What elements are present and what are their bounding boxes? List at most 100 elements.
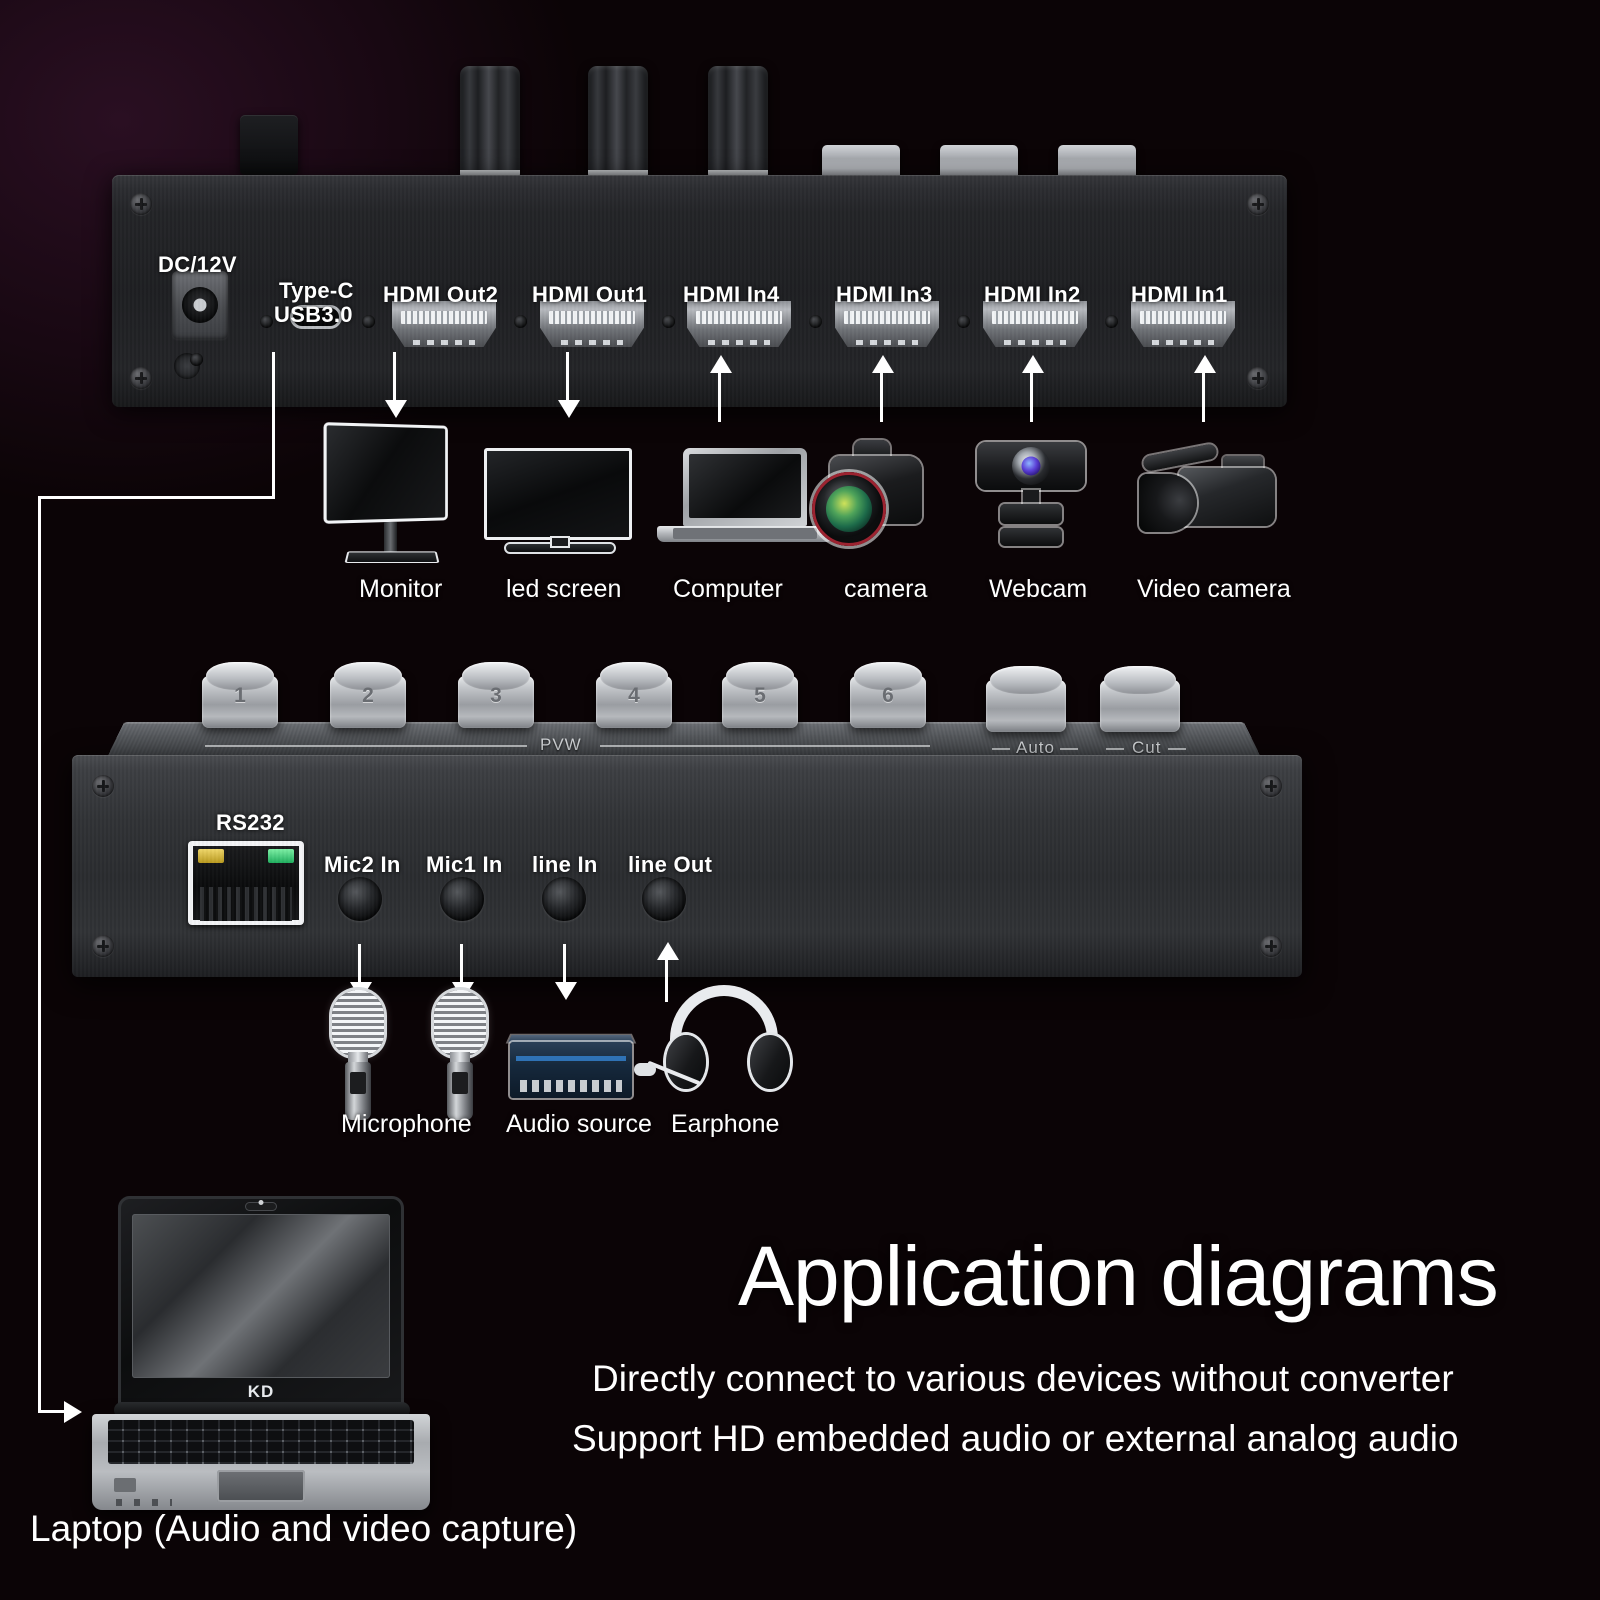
pvw-rail-left	[205, 745, 527, 747]
hdmi-in1-port[interactable]	[1131, 301, 1235, 347]
source-button-label: 2	[362, 684, 374, 707]
volume-knob-3[interactable]	[708, 66, 768, 178]
hdmi-out2-port[interactable]	[392, 301, 496, 347]
rs232-rj45-port[interactable]	[188, 841, 304, 925]
panel-screw	[130, 367, 152, 389]
tv-icon	[484, 448, 639, 560]
label-mic2-in: Mic2 In	[324, 852, 401, 877]
line-out-jack[interactable]	[642, 877, 686, 921]
typec-cable-arrow	[64, 1401, 82, 1423]
rear-top-button-3[interactable]	[1058, 145, 1136, 179]
device-label-video-camera: Video camera	[1137, 575, 1291, 603]
source-button-5[interactable]: 5	[722, 662, 798, 728]
device-label-computer: Computer	[673, 575, 783, 603]
source-button-4[interactable]: 4	[596, 662, 672, 728]
device-label-microphone: Microphone	[341, 1110, 472, 1138]
cut-rail-right	[1168, 748, 1186, 750]
usb-c-port[interactable]	[290, 305, 342, 329]
typec-cable-segment-v2	[38, 496, 41, 1412]
line-mic1-in	[460, 944, 463, 986]
tagline-2: Support HD embedded audio or external an…	[572, 1418, 1459, 1459]
source-button-label: 3	[490, 684, 502, 707]
label-hdmi-in1: HDMI In1	[1131, 282, 1228, 307]
device-label-audio-source: Audio source	[506, 1110, 652, 1138]
label-typec-line2: USB3.0	[274, 302, 353, 327]
arrow-hdmi-in1	[1194, 355, 1216, 373]
rj45-green-led	[268, 849, 294, 863]
switcher-front-panel	[72, 755, 1302, 977]
panel-screw	[130, 193, 152, 215]
source-button-2[interactable]: 2	[330, 662, 406, 728]
camcorder-icon	[1135, 440, 1280, 550]
status-led	[190, 353, 203, 366]
typec-cable-segment-h2	[38, 1410, 66, 1413]
status-led	[662, 315, 675, 328]
arrow-hdmi-out2	[385, 400, 407, 418]
source-button-label: 5	[754, 684, 766, 707]
laptop-base	[92, 1414, 430, 1510]
source-button-label: 4	[628, 684, 640, 707]
hdmi-out1-port[interactable]	[540, 301, 644, 347]
mic1-in-jack[interactable]	[440, 877, 484, 921]
auto-button[interactable]	[986, 666, 1066, 732]
label-mic1-in: Mic1 In	[426, 852, 503, 877]
tagline-1: Directly connect to various devices with…	[592, 1358, 1454, 1399]
cut-button[interactable]	[1100, 666, 1180, 732]
page-title: Application diagrams	[738, 1229, 1499, 1323]
status-led	[514, 315, 527, 328]
device-label-camera: camera	[844, 575, 928, 603]
status-led	[957, 315, 970, 328]
line-hdmi-in4	[718, 370, 721, 422]
arrow-hdmi-out1	[558, 400, 580, 418]
mic2-in-jack[interactable]	[338, 877, 382, 921]
cut-rail-left	[1106, 748, 1124, 750]
label-hdmi-out2: HDMI Out2	[383, 282, 499, 307]
arrow-line-out	[657, 942, 679, 960]
line-in-jack[interactable]	[542, 877, 586, 921]
line-hdmi-in3	[880, 370, 883, 422]
device-label-monitor: Monitor	[359, 575, 443, 603]
hdmi-in3-port[interactable]	[835, 301, 939, 347]
laptop-logo	[114, 1478, 136, 1492]
label-rs232: RS232	[216, 810, 285, 835]
laptop-keyboard[interactable]	[108, 1420, 414, 1464]
hdmi-in2-port[interactable]	[983, 301, 1087, 347]
dc-power-jack[interactable]	[172, 271, 228, 339]
laptop-trackpad[interactable]	[217, 1470, 305, 1502]
source-button-1[interactable]: 1	[202, 662, 278, 728]
volume-knob-2[interactable]	[588, 66, 648, 178]
pvw-rail-right	[600, 745, 930, 747]
volume-knob-1[interactable]	[460, 66, 520, 178]
line-hdmi-out2	[393, 352, 396, 404]
status-led	[362, 315, 375, 328]
laptop-webcam-icon	[245, 1202, 277, 1211]
source-button-3[interactable]: 3	[458, 662, 534, 728]
label-hdmi-out1: HDMI Out1	[532, 282, 648, 307]
arrow-hdmi-in2	[1022, 355, 1044, 373]
auto-rail-left	[992, 748, 1010, 750]
source-button-6[interactable]: 6	[850, 662, 926, 728]
panel-screw	[92, 775, 114, 797]
rear-top-button-2[interactable]	[940, 145, 1018, 179]
laptop-lid: KD	[118, 1196, 404, 1408]
laptop-brand-mark: KD	[247, 1382, 275, 1401]
panel-screw	[1260, 775, 1282, 797]
monitor-icon	[322, 422, 467, 564]
label-hdmi-in2: HDMI In2	[984, 282, 1081, 307]
line-line-out	[665, 958, 668, 1002]
webcam-icon	[975, 442, 1090, 554]
status-led	[809, 315, 822, 328]
panel-screw	[1247, 367, 1269, 389]
capture-laptop-icon: KD	[86, 1196, 446, 1510]
laptop-indicator-leds	[116, 1499, 172, 1506]
device-label-led-screen: led screen	[506, 575, 622, 603]
laptop-icon	[655, 448, 835, 558]
panel-screw	[1260, 935, 1282, 957]
rear-top-button-1[interactable]	[822, 145, 900, 179]
label-line-in: line In	[532, 852, 598, 877]
line-hdmi-in2	[1030, 370, 1033, 422]
panel-screw	[92, 935, 114, 957]
label-hdmi-in3: HDMI In3	[836, 282, 933, 307]
hdmi-in4-port[interactable]	[687, 301, 791, 347]
